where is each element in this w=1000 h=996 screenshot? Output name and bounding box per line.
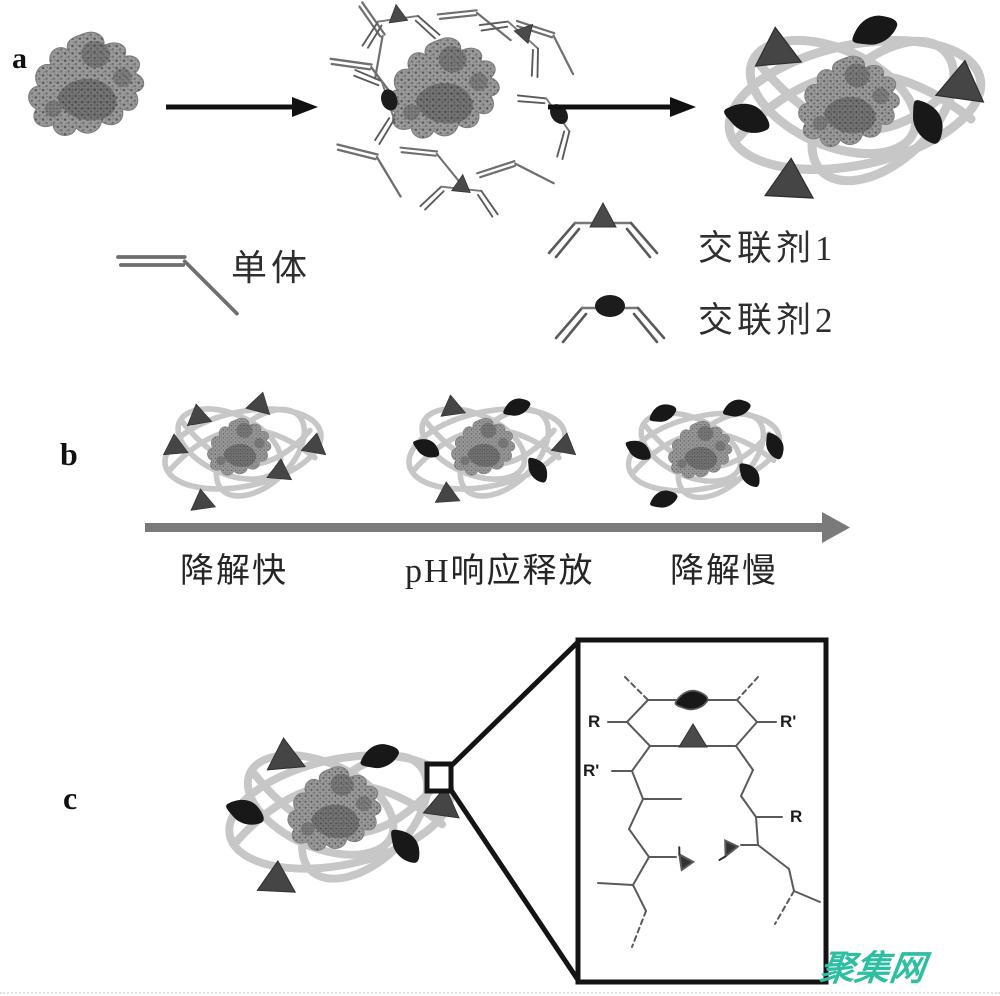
legend-crosslinker1-label: 交联剂1 — [698, 229, 837, 268]
legend-monomer-symbol — [116, 255, 239, 316]
triangle-crosslinker-in-network — [678, 723, 708, 748]
panel-c-label: c — [63, 780, 78, 816]
chemical-structure — [597, 676, 821, 948]
page-edge-dotted-line — [0, 992, 1000, 994]
zoom-callout — [424, 637, 829, 985]
capsule-mixed-crosslinkers — [402, 393, 580, 512]
degradation-axis-arrow — [145, 512, 850, 543]
r-prime-group-top-right: R' — [780, 712, 797, 731]
ph-responsive-release-label: pH响应释放 — [405, 553, 595, 590]
r-prime-group-mid-left: R' — [583, 761, 600, 780]
capsule-fast-degrading — [158, 388, 330, 512]
reaction-arrow-2 — [548, 97, 696, 117]
r-group-top-left: R — [588, 712, 601, 731]
capsule-slow-degrading — [621, 398, 786, 513]
legend-crosslinker1-symbol — [547, 201, 659, 259]
zoom-box — [575, 637, 829, 985]
legend-crosslinker2-symbol — [554, 293, 666, 344]
panel-b-label: b — [60, 436, 78, 472]
degradation-fast-label: 降解快 — [180, 553, 288, 590]
nanocapsule-product — [717, 11, 992, 207]
r-group-mid-right: R — [790, 807, 803, 826]
legend-crosslinker2-label: 交联剂2 — [698, 301, 837, 340]
panel-a-free-protein — [28, 31, 145, 137]
legend-monomer-label: 单体 — [231, 248, 312, 288]
degradation-slow-label: 降解慢 — [670, 553, 778, 590]
capsule-zoom-source — [219, 733, 463, 901]
panel-a-label: a — [12, 42, 27, 75]
reaction-arrow-1 — [166, 97, 318, 117]
site-watermark: 聚集网 — [817, 949, 928, 988]
